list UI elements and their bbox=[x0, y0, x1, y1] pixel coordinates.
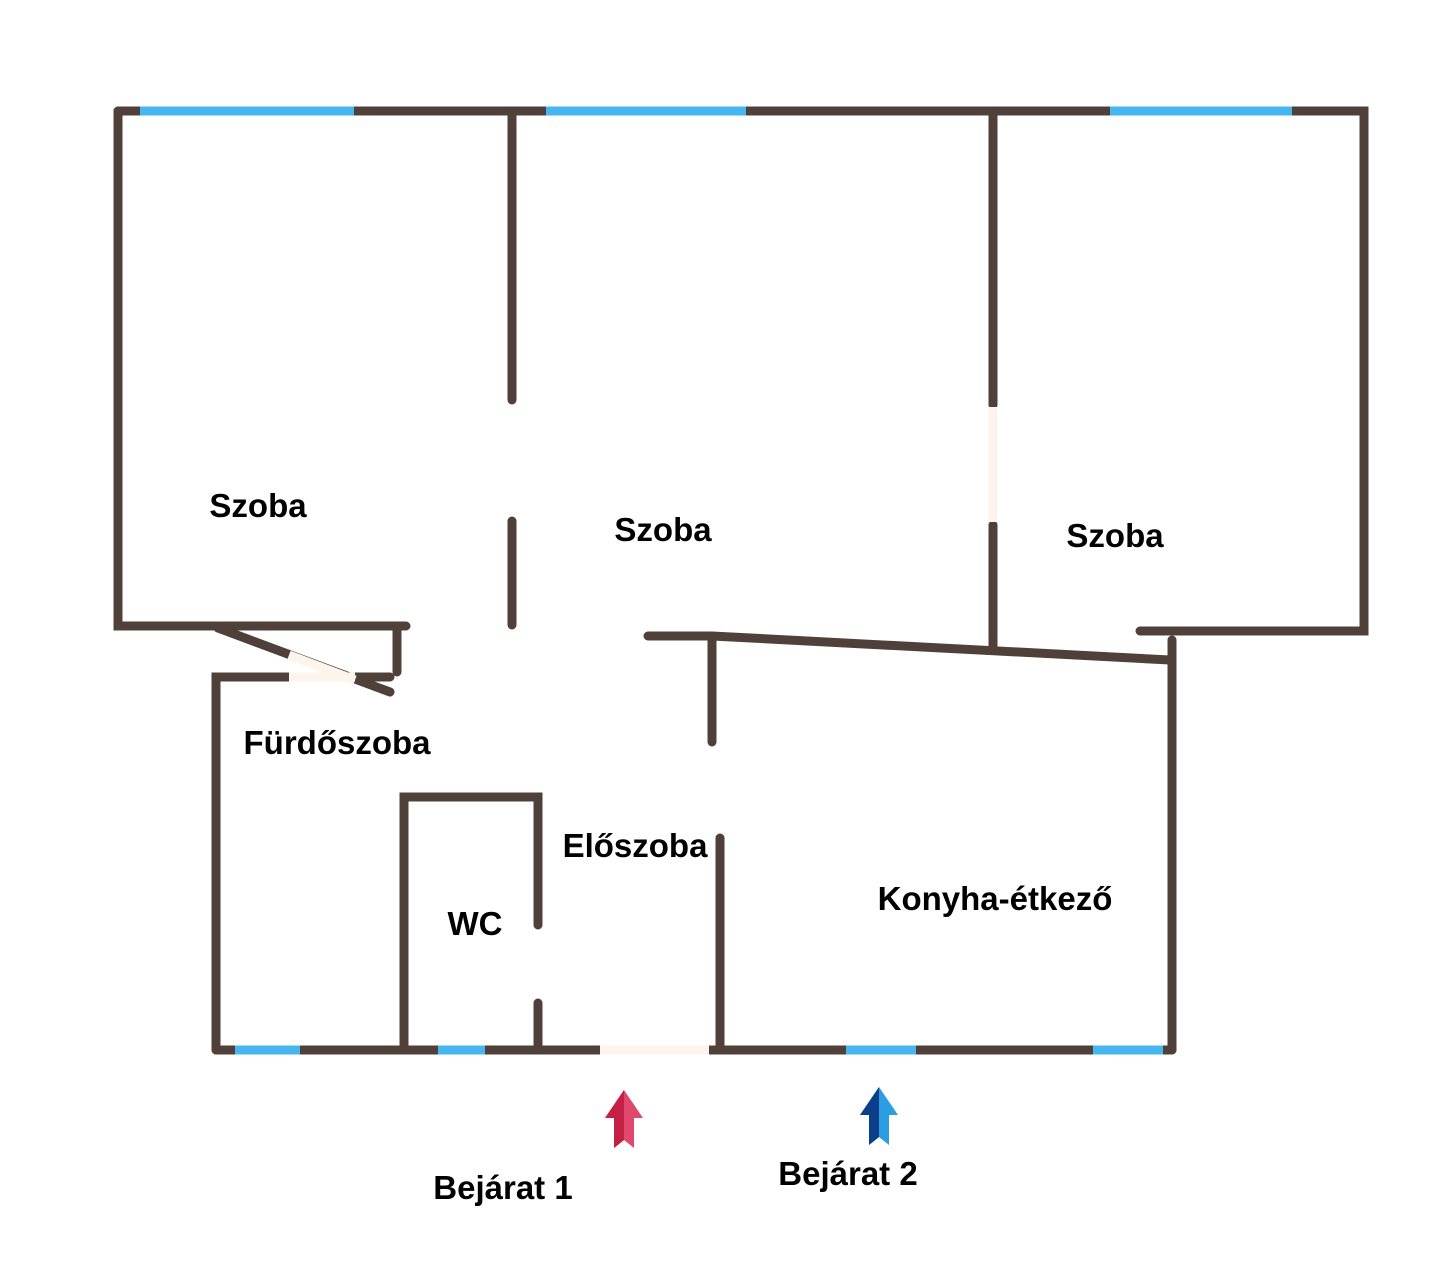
room-label-szoba-1: Szoba bbox=[209, 487, 307, 524]
room-label-szoba-2: Szoba bbox=[614, 511, 712, 548]
entrance-1-label: Bejárat 1 bbox=[433, 1169, 572, 1206]
windows bbox=[140, 106, 1292, 1055]
entrance-2-arrow-icon bbox=[860, 1087, 898, 1145]
room-label-hall: Előszoba bbox=[563, 827, 709, 864]
doors bbox=[287, 407, 998, 1055]
room-label-bathroom: Fürdőszoba bbox=[244, 724, 432, 761]
room-label-szoba-3: Szoba bbox=[1066, 517, 1164, 554]
entrance-1-arrow-icon bbox=[605, 1090, 643, 1148]
walls bbox=[113, 106, 1369, 1055]
room-label-wc: WC bbox=[448, 905, 503, 942]
entrance-2-label: Bejárat 2 bbox=[778, 1155, 917, 1192]
room-label-kitchen: Konyha-étkező bbox=[878, 880, 1113, 917]
